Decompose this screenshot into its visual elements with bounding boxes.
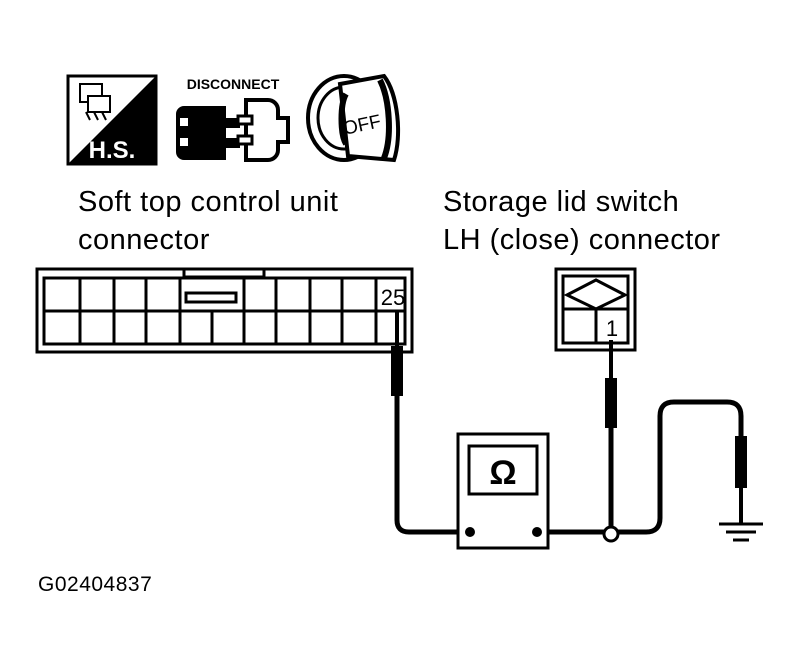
ground-lead bbox=[540, 399, 747, 535]
junction-point bbox=[602, 525, 620, 543]
left-connector-title-line1: Soft top control unit bbox=[78, 186, 339, 218]
harness-icon: H.S. bbox=[66, 74, 158, 166]
disconnect-icon: DISCONNECT bbox=[176, 76, 290, 162]
figure-id: G02404837 bbox=[38, 573, 153, 596]
storage-lid-switch-connector bbox=[554, 267, 637, 352]
left-connector-title-line2: connector bbox=[78, 224, 210, 256]
left-connector-pin-number: 25 bbox=[381, 285, 405, 310]
ohmmeter bbox=[456, 432, 550, 550]
disconnect-icon-label: DISCONNECT bbox=[187, 76, 280, 92]
soft-top-control-unit-connector bbox=[35, 267, 414, 354]
ground-symbol bbox=[719, 522, 763, 542]
harness-icon-label: H.S. bbox=[89, 137, 136, 164]
right-connector-pin-number: 1 bbox=[606, 316, 618, 341]
test-lead-right bbox=[605, 340, 617, 534]
right-connector-title-line1: Storage lid switch bbox=[443, 186, 680, 218]
ignition-off-icon: OFF bbox=[306, 73, 401, 163]
ohm-symbol: Ω bbox=[489, 454, 516, 492]
right-connector-title-line2: LH (close) connector bbox=[443, 224, 721, 256]
test-lead-left bbox=[391, 312, 470, 535]
